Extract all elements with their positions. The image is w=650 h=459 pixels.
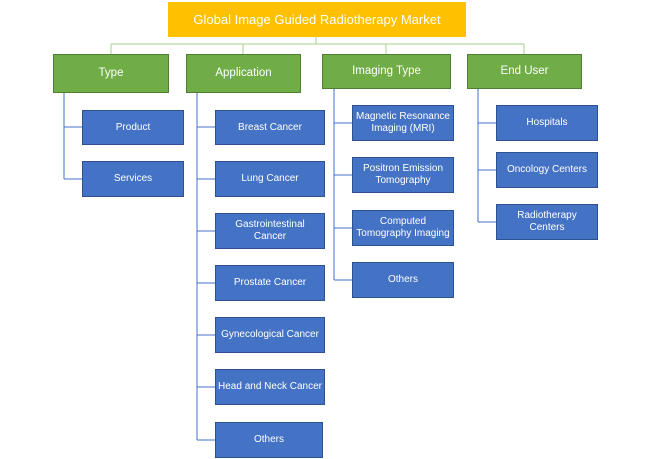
type-connectors — [63, 93, 82, 180]
imaging-item-others: Others — [352, 262, 454, 298]
imaging-type-connectors — [333, 89, 352, 281]
category-end-user: End User — [467, 54, 582, 89]
application-item-others: Others — [215, 422, 323, 458]
category-type: Type — [53, 54, 169, 93]
end-user-connectors — [477, 89, 496, 223]
type-item-services: Services — [82, 161, 184, 197]
application-item-head-and-neck-cancer: Head and Neck Cancer — [215, 369, 325, 405]
imaging-item-pet: Positron Emission Tomography — [352, 157, 454, 193]
category-application: Application — [186, 54, 301, 93]
imaging-item-mri: Magnetic Resonance Imaging (MRI) — [352, 105, 454, 141]
type-item-product: Product — [82, 110, 184, 145]
end-user-item-oncology-centers: Oncology Centers — [496, 152, 598, 188]
end-user-item-hospitals: Hospitals — [496, 105, 598, 141]
diagram-title: Global Image Guided Radiotherapy Market — [168, 2, 466, 37]
imaging-item-ct: Computed Tomography Imaging — [352, 210, 454, 246]
application-item-gynecological-cancer: Gynecological Cancer — [215, 317, 325, 353]
application-item-breast-cancer: Breast Cancer — [215, 110, 325, 145]
category-imaging-type: Imaging Type — [322, 54, 451, 89]
application-item-lung-cancer: Lung Cancer — [215, 161, 325, 197]
end-user-item-radiotherapy-centers: Radiotherapy Centers — [496, 204, 598, 240]
application-connectors — [196, 93, 215, 441]
application-item-gastrointestinal-cancer: Gastrointestinal Cancer — [215, 213, 325, 249]
application-item-prostate-cancer: Prostate Cancer — [215, 265, 325, 301]
root-connectors — [110, 37, 525, 54]
